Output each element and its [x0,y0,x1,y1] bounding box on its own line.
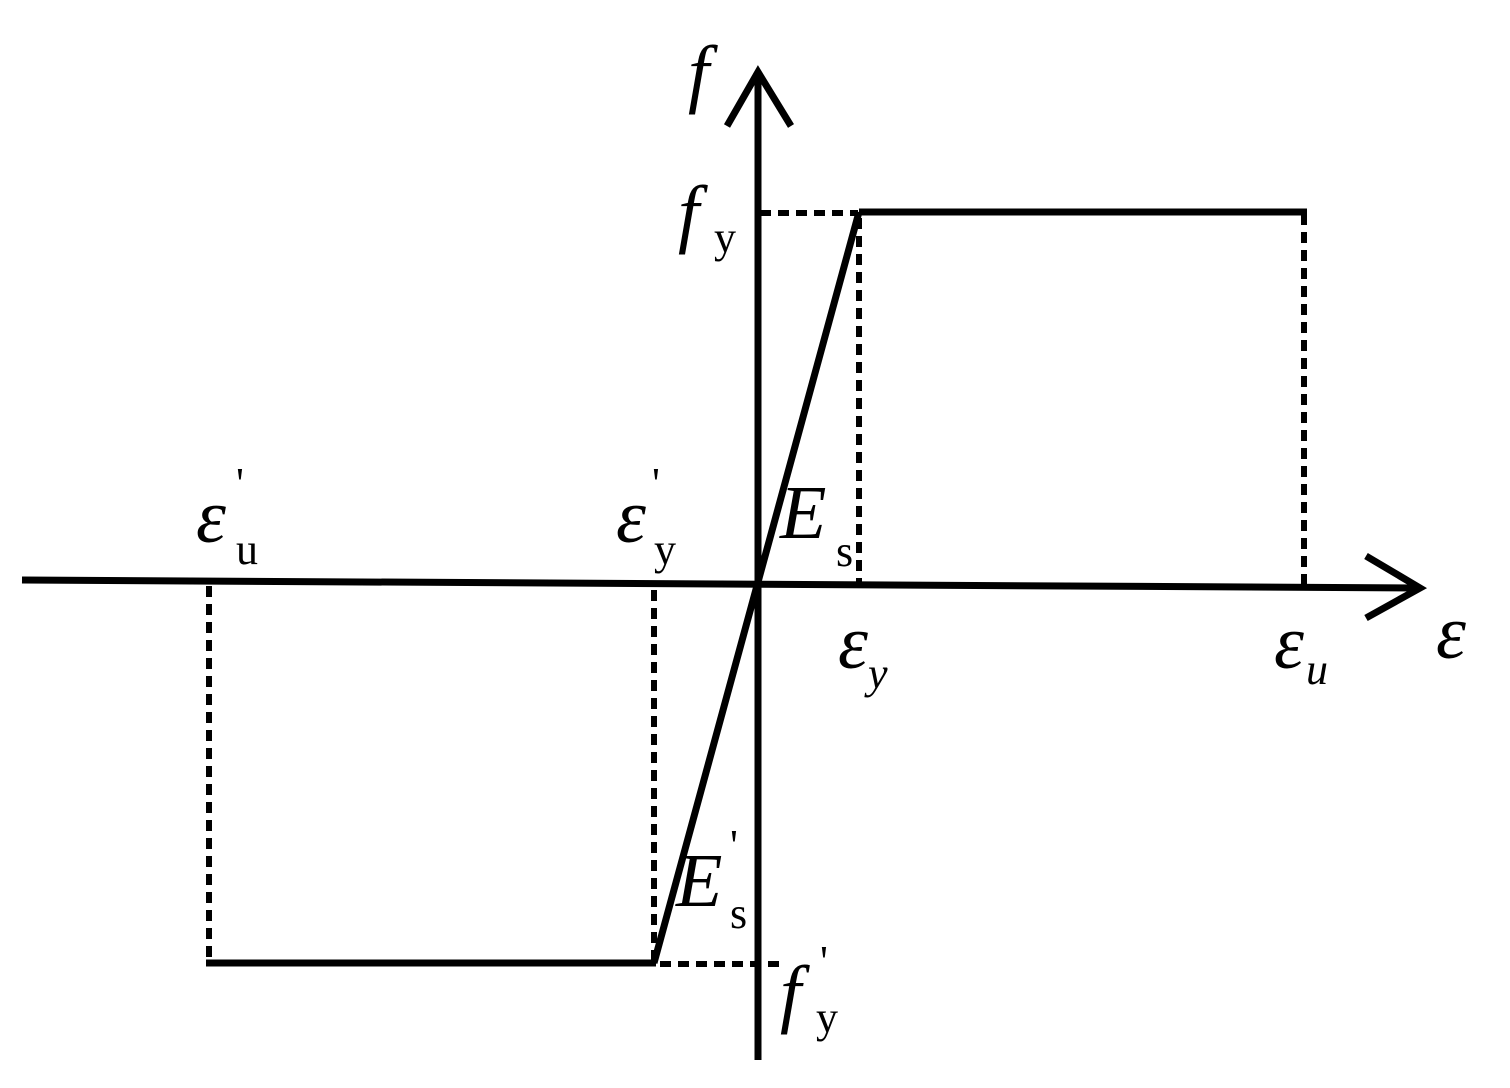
fy-prime-label-main: f [780,951,810,1035]
elastic-branch [650,211,863,964]
fy-prime-label-superscript: ' [820,937,828,986]
eps-y-prime-label-subscript: y [654,525,676,574]
fy-prime-label: f ' y [780,937,838,1042]
fy-prime-label-subscript: y [816,993,838,1042]
eps-u-prime-label-subscript: u [236,525,258,574]
eps-y-prime-label-main: ε [616,475,646,559]
axes [21,65,1428,1060]
es-prime-label: E ' s [675,821,747,938]
eps-u-label-subscript: u [1306,645,1328,694]
eps-y-label-main: ε [838,601,868,685]
eps-u-label-main: ε [1274,601,1304,685]
guide-lines [206,210,1307,967]
eps-u-prime-label-main: ε [196,475,226,559]
strain-axis-arrowhead [1364,552,1428,622]
stress-axis-arrowhead [723,65,794,128]
es-label: E s [779,471,853,576]
es-label-subscript: s [836,527,853,576]
stress-strain-curve [206,208,1307,967]
stress-axis-label: f [688,31,718,115]
eps-y-prime-label-superscript: ' [652,459,660,508]
es-prime-label-superscript: ' [730,821,738,870]
es-prime-label-main: E [675,839,722,923]
eps-u-prime-label: ε ' u [196,459,258,574]
fy-label: f y [678,171,736,262]
fy-label-main: f [678,171,708,255]
eps-u-label: ε u [1274,601,1328,694]
strain-axis [21,576,1419,592]
es-label-main: E [779,471,826,555]
eps-y-label-subscript: y [864,649,888,698]
eps-u-prime-label-superscript: ' [236,459,244,508]
eps-y-prime-label: ε ' y [616,459,676,574]
strain-axis-label: ε [1436,591,1466,675]
fy-label-subscript: y [714,213,736,262]
es-prime-label-subscript: s [730,889,747,938]
eps-y-label: ε y [838,601,888,698]
